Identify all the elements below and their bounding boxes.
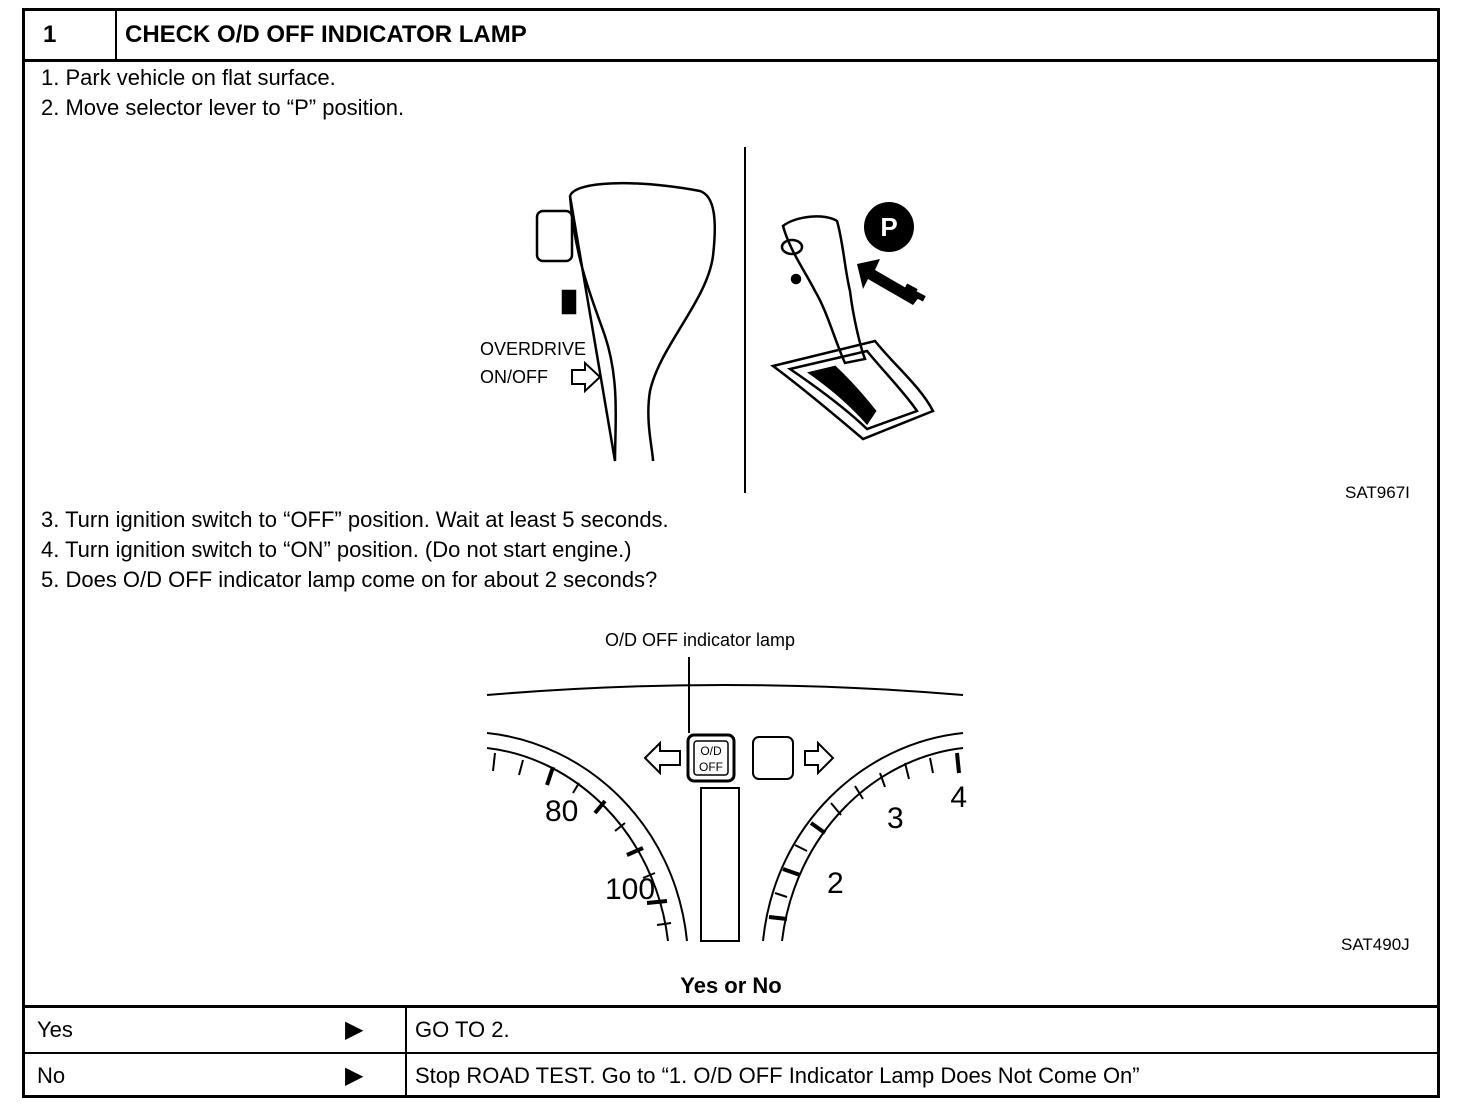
- figure-id: SAT490J: [1341, 935, 1410, 954]
- speed-label-80: 80: [545, 795, 578, 828]
- answer-table: Yes ▶ GO TO 2. No ▶ Stop ROAD TEST. Go t…: [25, 1005, 1437, 1098]
- instrument-cluster-illustration: O/D OFF indicator lamp: [486, 630, 967, 942]
- arrow-right-icon: [571, 360, 602, 394]
- column-divider: [405, 1054, 407, 1098]
- lamp-text-bottom: OFF: [699, 760, 723, 774]
- tach-label-3: 3: [887, 802, 904, 835]
- instruction-list-1: 1. Park vehicle on flat surface. 2. Move…: [41, 63, 404, 123]
- speed-label-100: 100: [605, 873, 655, 906]
- answer-label: No: [37, 1063, 66, 1088]
- step-title: CHECK O/D OFF INDICATOR LAMP: [125, 21, 527, 48]
- play-arrow-icon: ▶: [345, 1062, 364, 1089]
- question-title: Yes or No: [680, 973, 782, 998]
- selector-lever-illustration: P OVERDRIVE ON/OFF: [480, 147, 935, 493]
- answer-action: GO TO 2.: [415, 1017, 510, 1042]
- procedure-frame: 1 CHECK O/D OFF INDICATOR LAMP 1. Park v…: [22, 8, 1440, 1098]
- tach-label-4: 4: [950, 781, 967, 814]
- answer-label: Yes: [37, 1017, 73, 1042]
- overdrive-label: OVERDRIVE: [480, 339, 586, 359]
- figure-id: SAT967I: [1345, 483, 1410, 502]
- lamp-text-top: O/D: [700, 744, 722, 758]
- answer-row-no: No ▶ Stop ROAD TEST. Go to “1. O/D OFF I…: [25, 1054, 1437, 1098]
- instruction-item: 1. Park vehicle on flat surface.: [41, 65, 336, 90]
- p-position-badge: P: [880, 212, 897, 242]
- answer-row-yes: Yes ▶ GO TO 2.: [25, 1008, 1437, 1054]
- play-arrow-icon: ▶: [345, 1016, 364, 1043]
- column-divider: [405, 1008, 407, 1052]
- instruction-item: 2. Move selector lever to “P” position.: [41, 95, 405, 120]
- instruction-item: 5. Does O/D OFF indicator lamp come on f…: [41, 567, 658, 592]
- tach-label-2: 2: [827, 867, 844, 900]
- od-off-lamp-icon: [686, 733, 736, 783]
- step-number: 1: [25, 11, 117, 59]
- step-header: 1 CHECK O/D OFF INDICATOR LAMP: [25, 11, 1437, 62]
- answer-action: Stop ROAD TEST. Go to “1. O/D OFF Indica…: [415, 1063, 1140, 1088]
- instruction-item: 3. Turn ignition switch to “OFF” positio…: [41, 507, 669, 532]
- indicator-lamp-label: O/D OFF indicator lamp: [605, 630, 795, 650]
- onoff-label: ON/OFF: [480, 367, 548, 387]
- instruction-list-2: 3. Turn ignition switch to “OFF” positio…: [41, 505, 669, 595]
- instruction-item: 4. Turn ignition switch to “ON” position…: [41, 537, 632, 562]
